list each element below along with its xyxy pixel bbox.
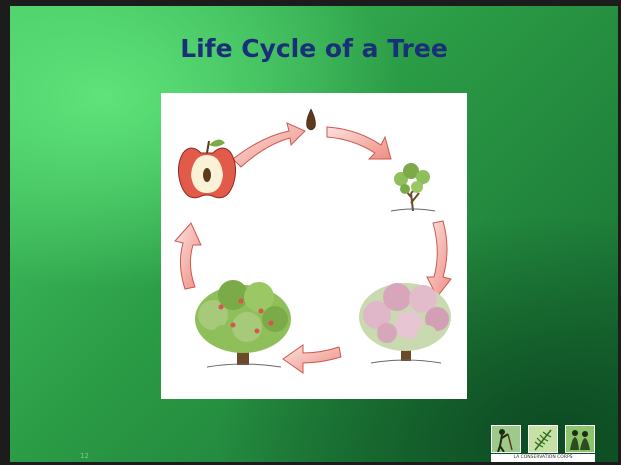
arrow-sapling-to-flowering: [426, 220, 452, 298]
arrow-seed-to-sapling: [326, 126, 392, 160]
seed-icon: [306, 108, 316, 131]
arrow-apple-to-seed: [232, 122, 306, 168]
apple-icon: [177, 139, 237, 199]
logo: LA CONSERVATION CORPS: [491, 425, 595, 462]
page-number: 12: [80, 452, 89, 460]
slide-title: Life Cycle of a Tree: [180, 34, 448, 63]
life-cycle-diagram: [161, 93, 467, 399]
people-icon: [565, 425, 595, 453]
fruiting-tree-icon: [195, 280, 291, 368]
arrow-fruiting-to-apple: [174, 222, 202, 290]
slide: Life Cycle of a Tree: [10, 6, 618, 462]
worker-icon: [491, 425, 521, 453]
life-cycle-graphic: [174, 108, 452, 374]
flowering-tree-icon: [359, 283, 451, 364]
fern-icon: [528, 425, 558, 453]
arrow-flowering-to-fruiting: [282, 344, 342, 374]
sapling-icon: [390, 163, 436, 212]
logo-text: LA CONSERVATION CORPS: [491, 454, 595, 462]
